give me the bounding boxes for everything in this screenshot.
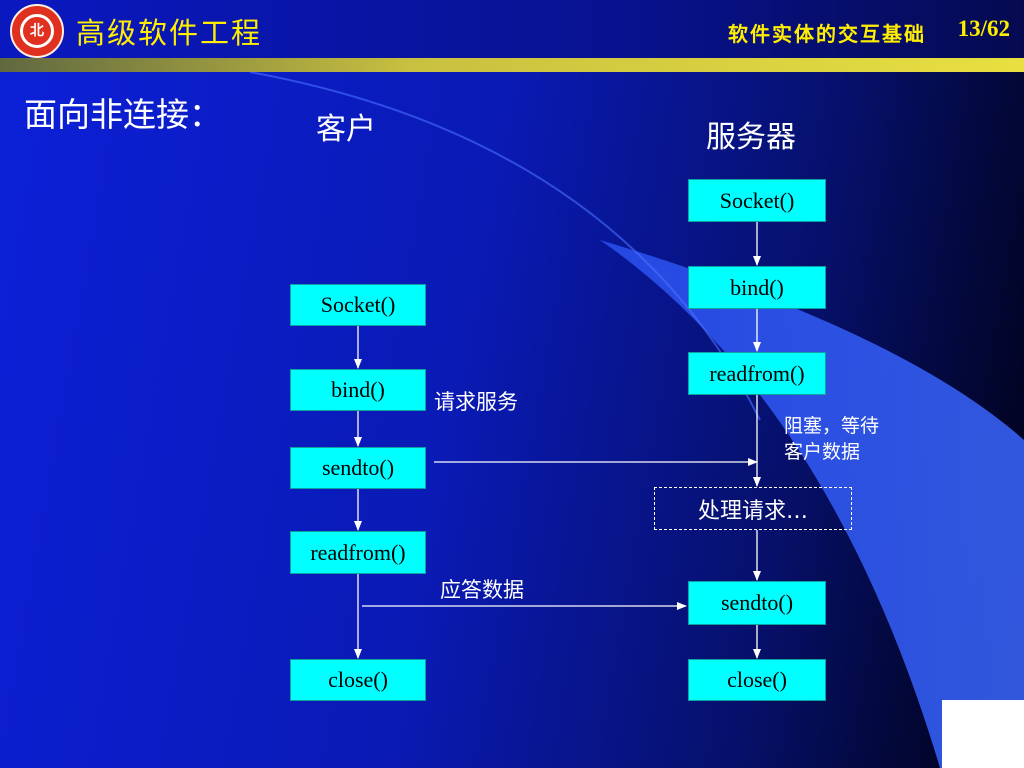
topic-title: 软件实体的交互基础 (728, 22, 926, 46)
corner-strip (942, 700, 1024, 768)
server-processing-box: 处理请求… (654, 487, 852, 530)
request-label: 请求服务 (434, 390, 518, 414)
client-readfrom-box: readfrom() (290, 531, 426, 574)
page-number: 13/62 (957, 16, 1010, 41)
logo-ring: 北 (20, 14, 54, 48)
server-socket-box: Socket() (688, 179, 826, 222)
slide-heading: 面向非连接： (24, 95, 222, 134)
reply-label: 应答数据 (440, 578, 524, 602)
server-label: 服务器 (706, 120, 796, 155)
server-bind-box: bind() (688, 266, 826, 309)
server-readfrom-box: readfrom() (688, 352, 826, 395)
client-socket-box: Socket() (290, 284, 426, 326)
client-label: 客户 (316, 112, 376, 147)
client-bind-box: bind() (290, 369, 426, 411)
server-close-box: close() (688, 659, 826, 701)
client-close-box: close() (290, 659, 426, 701)
client-sendto-box: sendto() (290, 447, 426, 489)
blocking-note-line2: 客户数据 (784, 441, 861, 463)
server-sendto-box: sendto() (688, 581, 826, 625)
header-stripe (0, 58, 1024, 72)
blocking-note-line1: 阻塞，等待 (784, 415, 880, 437)
header-bar (0, 0, 1024, 58)
course-title: 高级软件工程 (76, 16, 263, 50)
logo-glyph: 北 (30, 23, 44, 39)
university-logo: 北 (10, 4, 64, 58)
